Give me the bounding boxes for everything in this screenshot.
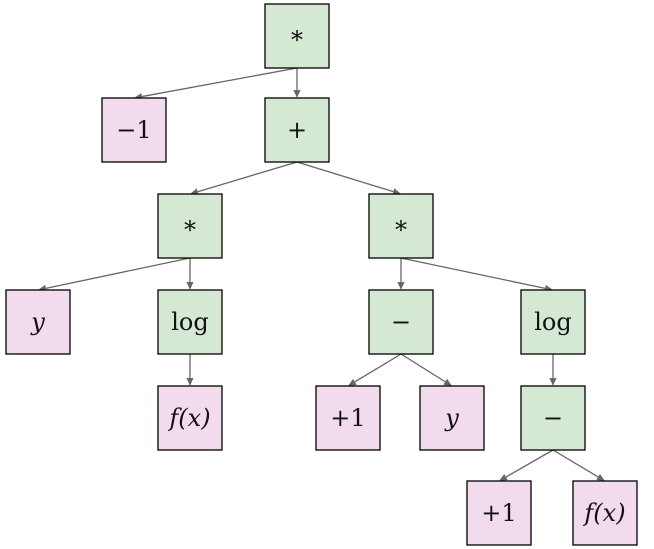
arrowhead [549,378,557,386]
edge-n1-n3 [293,68,301,98]
arrowhead [392,188,401,195]
edge-n8-n12 [400,353,452,386]
edge-n4-n6 [38,257,191,292]
edge-n13-n14 [499,449,554,481]
edge-n7-n10 [186,354,194,386]
node-label: − [391,308,411,336]
node-label: +1 [481,499,516,527]
edge-n13-n15 [552,449,605,481]
node-label: * [184,216,196,244]
operand-node-n12: y [419,385,485,451]
edge-n5-n8 [397,258,405,290]
node-label: −1 [116,116,151,144]
operator-node-n9: log [520,289,586,355]
operator-node-n13: − [520,385,586,451]
node-label: * [395,216,407,244]
operand-node-n10: f(x) [157,385,223,451]
edge-n4-n7 [186,258,194,290]
operator-node-n5: * [368,193,434,259]
arrowhead [397,282,405,290]
arrowhead [186,378,194,386]
node-label: +1 [330,404,365,432]
operator-node-n8: − [368,289,434,355]
node-label: log [171,308,209,336]
operand-node-n15: f(x) [572,480,638,546]
operand-node-n2: −1 [101,97,167,163]
arrowhead [186,282,194,290]
node-label: − [543,404,563,432]
operand-node-n11: +1 [315,385,381,451]
operand-node-n6: y [5,289,71,355]
node-label: y [444,404,459,432]
edge-n9-n13 [549,354,557,386]
edge-n8-n11 [348,353,402,386]
edge-n3-n5 [296,161,401,195]
arrowhead [443,378,452,386]
node-label: + [287,116,307,144]
edge-n1-n2 [134,67,298,100]
operator-node-n4: * [157,193,223,259]
arrowhead [348,378,357,386]
operand-node-n14: +1 [466,480,532,546]
operator-node-n7: log [157,289,223,355]
arrowhead [499,473,508,481]
operator-node-n1: * [264,3,330,69]
node-label: y [30,308,45,336]
edge-n3-n4 [190,161,298,196]
node-label: * [291,26,303,54]
edge-n5-n9 [400,257,553,292]
node-label: log [534,308,572,336]
operator-node-n3: + [264,97,330,163]
node-label: f(x) [582,499,625,527]
node-label: f(x) [167,404,210,432]
nodes: * −1 + * * y log − log f(x) +1 y − +1 f(x) [5,3,638,546]
arrowhead [596,473,605,481]
arrowhead [293,90,301,98]
